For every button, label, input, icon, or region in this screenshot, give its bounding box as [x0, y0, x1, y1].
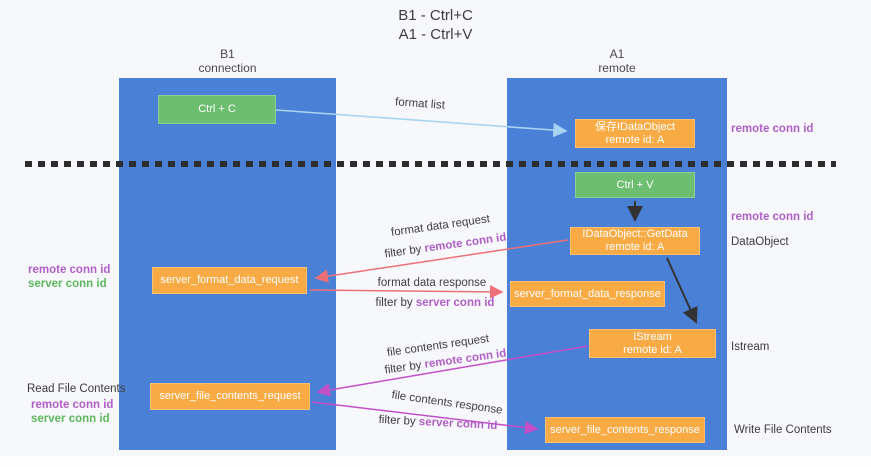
box-server-format-data-request: server_format_data_request — [152, 267, 307, 294]
box-ctrl-v: Ctrl + V — [575, 172, 695, 198]
box-idataobject-getdata-line2: remote id: A — [605, 241, 665, 253]
bottom-strip — [0, 456, 871, 467]
box-save-idataobject-line2: remote id: A — [605, 133, 665, 146]
label-filter-by-server-conn-id-2: filter by server conn id — [373, 414, 503, 433]
label-format-data-response: format data response — [377, 277, 487, 289]
box-server-format-data-request-label: server_format_data_request — [160, 274, 299, 286]
column-header-a1: A1 remote — [507, 47, 727, 75]
right-label-dataobject: DataObject — [731, 236, 789, 248]
box-idataobject-getdata: IDataObject::GetData remote id: A — [570, 227, 700, 255]
box-save-idataobject: 保存IDataObject remote id: A — [575, 119, 695, 148]
diagram-title: B1 - Ctrl+C A1 - Ctrl+V — [0, 6, 871, 44]
remote-conn-id-text-1: remote conn id — [423, 231, 508, 255]
dashed-divider-line — [25, 161, 836, 167]
server-conn-id-text-2: server conn id — [418, 416, 498, 433]
column-header-a1-role: remote — [598, 61, 636, 75]
title-line-2: A1 - Ctrl+V — [398, 26, 473, 43]
box-server-format-data-response-label: server_format_data_response — [514, 287, 661, 300]
filter-by-text-1: filter by — [383, 242, 426, 261]
right-label-remote-conn-id-top: remote conn id — [731, 123, 814, 135]
box-ctrl-c: Ctrl + C — [158, 95, 276, 124]
arrow-format-data-response — [309, 285, 504, 299]
box-ctrl-c-label: Ctrl + C — [198, 103, 236, 115]
column-header-b1-name: B1 — [220, 47, 235, 61]
box-ctrl-v-label: Ctrl + V — [616, 178, 654, 191]
filter-by-text-4: filter by — [378, 413, 420, 428]
left-label-remote-conn-id-2: remote conn id — [31, 399, 114, 411]
right-label-istream: Istream — [731, 341, 770, 353]
left-label-read-file-contents: Read File Contents — [27, 383, 126, 395]
column-header-b1: B1 connection — [119, 47, 336, 75]
left-label-remote-conn-id-1: remote conn id — [28, 264, 111, 276]
box-istream-line1: IStream — [633, 330, 672, 343]
box-server-format-data-response: server_format_data_response — [510, 281, 665, 307]
right-label-write-file-contents: Write File Contents — [734, 424, 832, 436]
box-istream-line2: remote id: A — [623, 343, 682, 356]
box-server-file-contents-request: server_file_contents_request — [150, 383, 310, 410]
server-conn-id-text-1: server conn id — [415, 297, 495, 309]
left-label-server-conn-id-2: server conn id — [31, 413, 110, 425]
title-line-1: B1 - Ctrl+C — [398, 7, 473, 24]
box-server-file-contents-response: server_file_contents_response — [545, 417, 705, 443]
label-file-contents-response: file contents response — [390, 389, 504, 417]
label-filter-by-server-conn-id-1: filter by server conn id — [370, 297, 500, 309]
right-label-remote-conn-id-mid: remote conn id — [731, 211, 814, 223]
column-header-b1-role: connection — [198, 61, 257, 75]
box-save-idataobject-line1: 保存IDataObject — [594, 120, 676, 133]
filter-by-text-2: filter by — [375, 297, 416, 309]
box-server-file-contents-request-label: server_file_contents_request — [159, 390, 301, 402]
box-istream: IStream remote id: A — [589, 329, 716, 358]
filter-by-text-3: filter by — [383, 358, 426, 377]
box-server-file-contents-response-label: server_file_contents_response — [550, 423, 700, 436]
label-format-list: format list — [394, 96, 446, 112]
left-label-server-conn-id-1: server conn id — [28, 278, 107, 290]
column-header-a1-name: A1 — [609, 47, 625, 61]
box-idataobject-getdata-line1: IDataObject::GetData — [582, 228, 688, 240]
